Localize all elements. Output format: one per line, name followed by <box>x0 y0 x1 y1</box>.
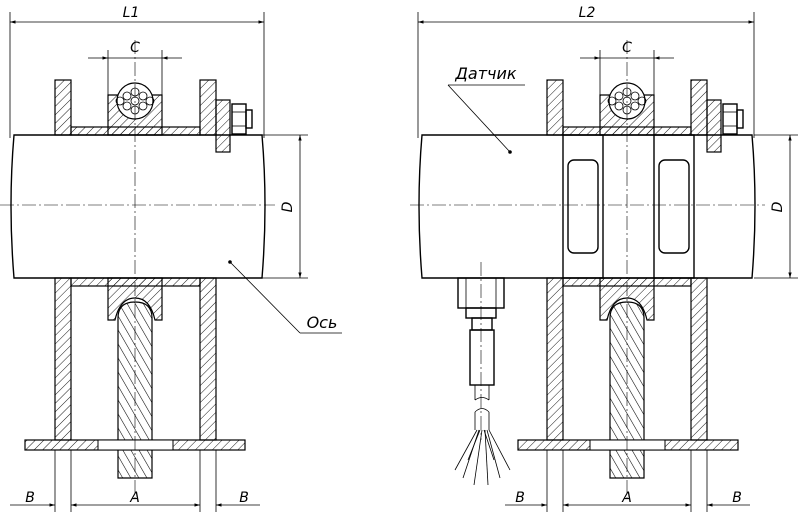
left-view <box>0 12 342 512</box>
label-c-left: C <box>130 40 140 56</box>
label-l2: L2 <box>579 5 596 21</box>
label-a-left: A <box>129 490 140 506</box>
right-top-plate-right <box>690 79 708 136</box>
label-d-left: D <box>280 201 296 212</box>
label-b-right-2: B <box>732 490 742 506</box>
left-bottom-plate-left <box>54 277 72 441</box>
left-nut <box>215 99 231 153</box>
left-top-plate-right <box>199 79 217 136</box>
label-b-left-2: B <box>239 490 249 506</box>
label-sensor: Датчик <box>454 64 516 83</box>
right-rope <box>609 301 645 479</box>
label-d-right: D <box>770 201 786 212</box>
right-groove-left <box>562 134 604 279</box>
right-bottom-plate-right <box>690 277 708 441</box>
label-b-left-1: B <box>25 490 35 506</box>
label-c-right: C <box>622 40 632 56</box>
left-bottom-saddle <box>107 277 163 321</box>
left-rope <box>117 301 153 479</box>
left-bolt-head <box>231 103 247 135</box>
right-top-plate-left <box>546 79 564 136</box>
right-view <box>410 12 798 512</box>
right-bolt-head <box>722 103 738 135</box>
left-top-plate-left <box>54 79 72 136</box>
right-sensor-axle <box>418 134 756 279</box>
label-l1: L1 <box>123 5 140 21</box>
left-bottom-plate-right <box>199 277 217 441</box>
left-axle <box>10 134 266 279</box>
right-bottom-plate-left <box>546 277 564 441</box>
right-bottom-saddle <box>599 277 655 321</box>
right-groove-right <box>653 134 695 279</box>
label-b-right-1: B <box>515 490 525 506</box>
sensor-wires <box>454 429 511 486</box>
right-nut <box>706 99 722 153</box>
label-a-right: A <box>621 490 632 506</box>
label-axle: Ось <box>307 313 338 332</box>
